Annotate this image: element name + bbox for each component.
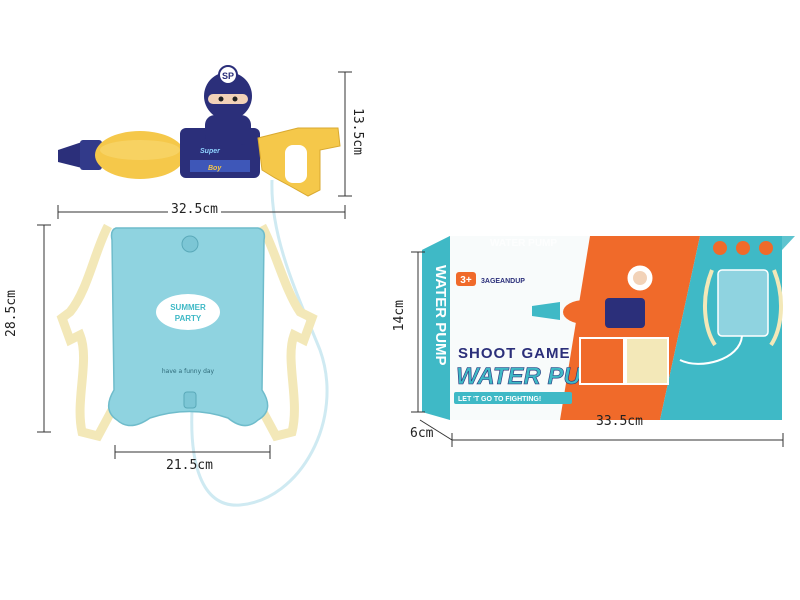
age-badge-text: 3+ [460, 275, 472, 286]
water-hose [190, 179, 329, 507]
box-mini-backpack [717, 269, 769, 337]
package-box: WATER PUMP WATER PUMP 3+ 3AGEANDUP SHOOT… [422, 236, 795, 420]
bag-height-label: 28.5cm [4, 290, 19, 337]
water-gun: SP Super Boy [58, 65, 341, 197]
gun-length-label: 32.5cm [168, 202, 221, 217]
bag-outlet [183, 391, 197, 409]
bag-logo-line1: SUMMER [170, 303, 206, 312]
badge-icon [218, 65, 238, 85]
gun-nozzle [58, 142, 82, 168]
gun-decal-1: Super [200, 148, 221, 155]
box-length-label: 33.5cm [596, 414, 643, 429]
age-badge [456, 272, 476, 286]
gun-badge-text: SP [222, 71, 234, 81]
bag-tagline: have a funny day [162, 368, 215, 375]
box-side-text: WATER PUMP [432, 265, 449, 366]
bag-logo [156, 294, 220, 330]
thumbnail-1 [579, 337, 625, 385]
thumbnail-2 [625, 337, 669, 385]
feature-icon-3 [759, 241, 773, 255]
bag-logo-line2: PARTY [175, 314, 202, 323]
feature-icon-1 [713, 241, 727, 255]
age-text: 3AGEANDUP [481, 278, 525, 285]
water-backpack: SUMMER PARTY have a funny day [56, 223, 318, 442]
bag-cap-top[interactable] [181, 235, 199, 253]
box-top-text: WATER PUMP [490, 238, 557, 249]
right-strap[interactable] [258, 223, 318, 442]
gun-height-label: 13.5cm [350, 108, 365, 155]
box-slogan: LET 'T GO TO FIGHTING! [458, 396, 541, 403]
box-depth-label: 6cm [410, 426, 434, 441]
box-title-1: SHOOT GAME [458, 345, 571, 362]
box-height-label: 14cm [392, 300, 407, 332]
feature-icon-2 [736, 241, 750, 255]
box-side [422, 236, 450, 420]
left-strap[interactable] [56, 223, 116, 442]
bag-width-label: 21.5cm [166, 458, 213, 473]
gun-decal-2: Boy [208, 165, 222, 172]
